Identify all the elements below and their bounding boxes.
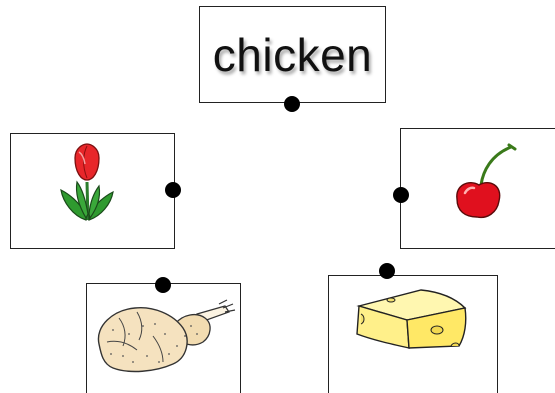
roast-chicken-icon [97, 299, 236, 373]
tulip-connector-dot[interactable] [165, 182, 181, 198]
word-connector-dot[interactable] [284, 96, 300, 112]
cherry-connector-dot[interactable] [393, 187, 409, 203]
tulip-icon [60, 143, 114, 221]
cheese-picture-card[interactable] [328, 275, 498, 393]
word-card: chicken [199, 6, 386, 103]
chicken-connector-dot[interactable] [155, 277, 171, 293]
word-label: chicken [212, 28, 373, 81]
cheese-connector-dot[interactable] [379, 263, 395, 279]
cherry-picture-card[interactable] [400, 128, 555, 249]
cheese-icon [356, 289, 467, 349]
chicken-picture-card[interactable] [86, 283, 241, 393]
tulip-picture-card[interactable] [10, 133, 175, 249]
cherry-icon [456, 143, 517, 219]
